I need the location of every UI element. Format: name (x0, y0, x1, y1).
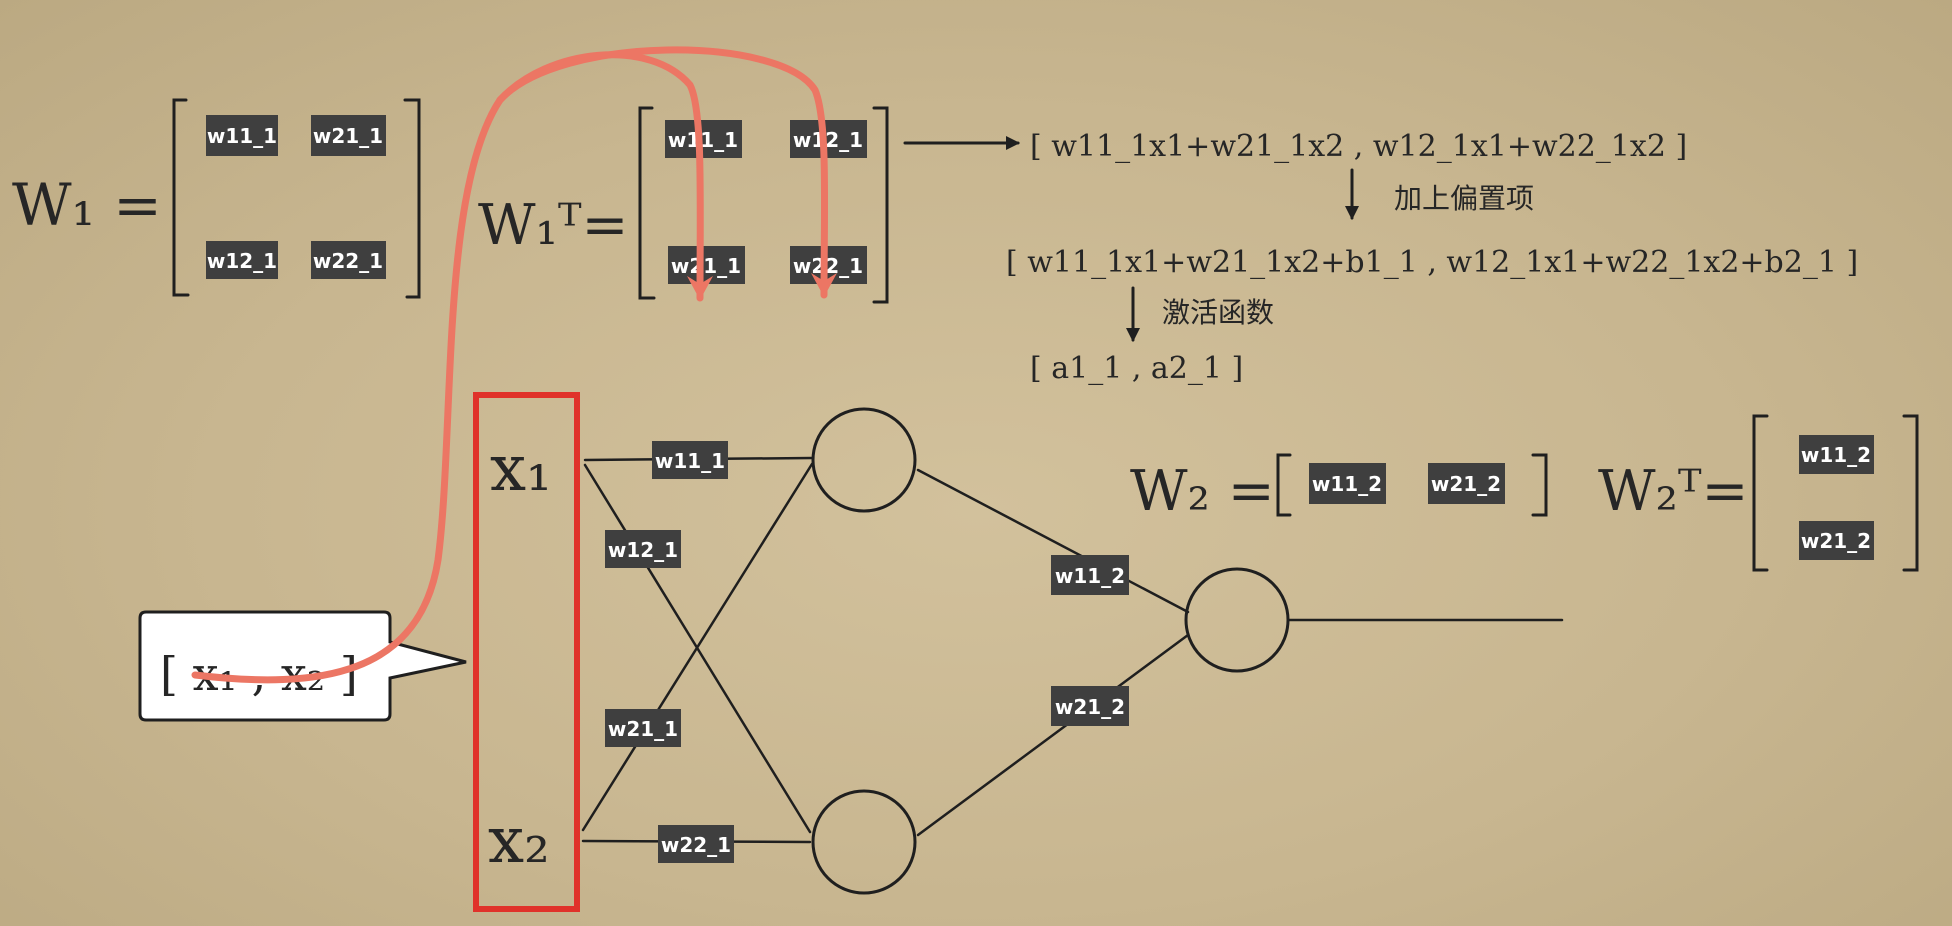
svg-text:w21_1: w21_1 (313, 124, 383, 148)
edge-label-w22-1: w22_1 (658, 825, 734, 863)
flow-arrow-to-column-1 (191, 51, 713, 684)
svg-text:w21_1: w21_1 (608, 717, 678, 741)
edge-label-w12-1: w12_1 (605, 530, 681, 568)
w2-left-bracket (1276, 453, 1292, 517)
edge-x2-h1 (581, 462, 814, 832)
hidden-neuron-2 (811, 789, 917, 895)
w2t-left-bracket (1752, 414, 1769, 572)
edge-h2-out (916, 633, 1190, 837)
w1-cell-21: w12_1 (206, 241, 278, 279)
output-neuron (1184, 567, 1290, 673)
w1-cell-12: w21_1 (311, 115, 386, 156)
w2t-equation-label: W₂ᵀ= (1598, 459, 1748, 524)
flow-arrow-to-column-2 (496, 46, 837, 299)
network-edges (581, 456, 1564, 844)
svg-text:w11_1: w11_1 (207, 124, 277, 148)
svg-text:w11_2: w11_2 (1312, 472, 1382, 496)
svg-text:w11_1: w11_1 (655, 449, 725, 473)
w2-right-bracket (1531, 453, 1548, 517)
w2t-cell-2: w21_2 (1799, 521, 1874, 560)
bias-note: 加上偏置项 (1394, 182, 1534, 215)
weighted-sum-expression: [ w11_1x1+w21_1x2 , w12_1x1+w22_1x2 ] (1030, 129, 1687, 164)
w1t-left-bracket (638, 106, 656, 300)
w2t-right-bracket (1902, 414, 1919, 572)
w2-cell-2: w21_2 (1428, 463, 1505, 504)
w2t-cell-1: w11_2 (1799, 435, 1874, 474)
edge-h1-out (916, 468, 1190, 614)
w1t-cell-12: w12_1 (790, 120, 867, 158)
w1t-cell-22: w22_1 (790, 246, 867, 284)
svg-text:w21_2: w21_2 (1055, 695, 1125, 719)
biased-sum-expression: [ w11_1x1+w21_1x2+b1_1 , w12_1x1+w22_1x2… (1006, 245, 1858, 280)
edge-label-w11-1: w11_1 (652, 441, 728, 479)
w1-left-bracket (172, 98, 190, 297)
input-vector-bubble (138, 610, 467, 722)
w2-equation-label: W₂ = (1130, 459, 1275, 524)
svg-text:w11_2: w11_2 (1801, 443, 1871, 467)
svg-text:w22_1: w22_1 (661, 833, 731, 857)
w1-cell-11: w11_1 (206, 115, 278, 156)
svg-text:w21_1: w21_1 (671, 254, 741, 278)
svg-text:w12_1: w12_1 (793, 128, 863, 152)
w1-equation-label: W₁ = (12, 171, 162, 239)
w1t-cell-21: w21_1 (668, 246, 745, 284)
svg-text:w11_1: w11_1 (668, 128, 738, 152)
hidden-neuron-1 (811, 407, 917, 513)
input-x1: x₁ (490, 432, 552, 506)
svg-text:w12_1: w12_1 (608, 538, 678, 562)
w1t-equation-label: W₁ᵀ= (478, 193, 628, 258)
edge-label-w21-2: w21_2 (1051, 686, 1129, 726)
w2-cell-1: w11_2 (1309, 463, 1386, 504)
svg-text:w21_2: w21_2 (1801, 529, 1871, 553)
w1-cell-22: w22_1 (311, 241, 386, 279)
input-layer-highlight (473, 392, 580, 912)
edge-label-w21-1: w21_1 (605, 709, 681, 747)
svg-text:w11_2: w11_2 (1055, 564, 1125, 588)
svg-text:w12_1: w12_1 (207, 249, 277, 273)
svg-text:w21_2: w21_2 (1431, 472, 1501, 496)
activation-output-expression: [ a1_1 , a2_1 ] (1030, 351, 1243, 386)
svg-text:w22_1: w22_1 (313, 249, 383, 273)
w1t-cell-11: w11_1 (665, 120, 742, 158)
input-x2: x₂ (488, 804, 550, 878)
svg-text:w22_1: w22_1 (793, 254, 863, 278)
edge-label-w11-2: w11_2 (1051, 555, 1129, 595)
activation-note: 激活函数 (1162, 296, 1274, 329)
w1-right-bracket (403, 98, 421, 299)
w1t-right-bracket (872, 106, 889, 304)
